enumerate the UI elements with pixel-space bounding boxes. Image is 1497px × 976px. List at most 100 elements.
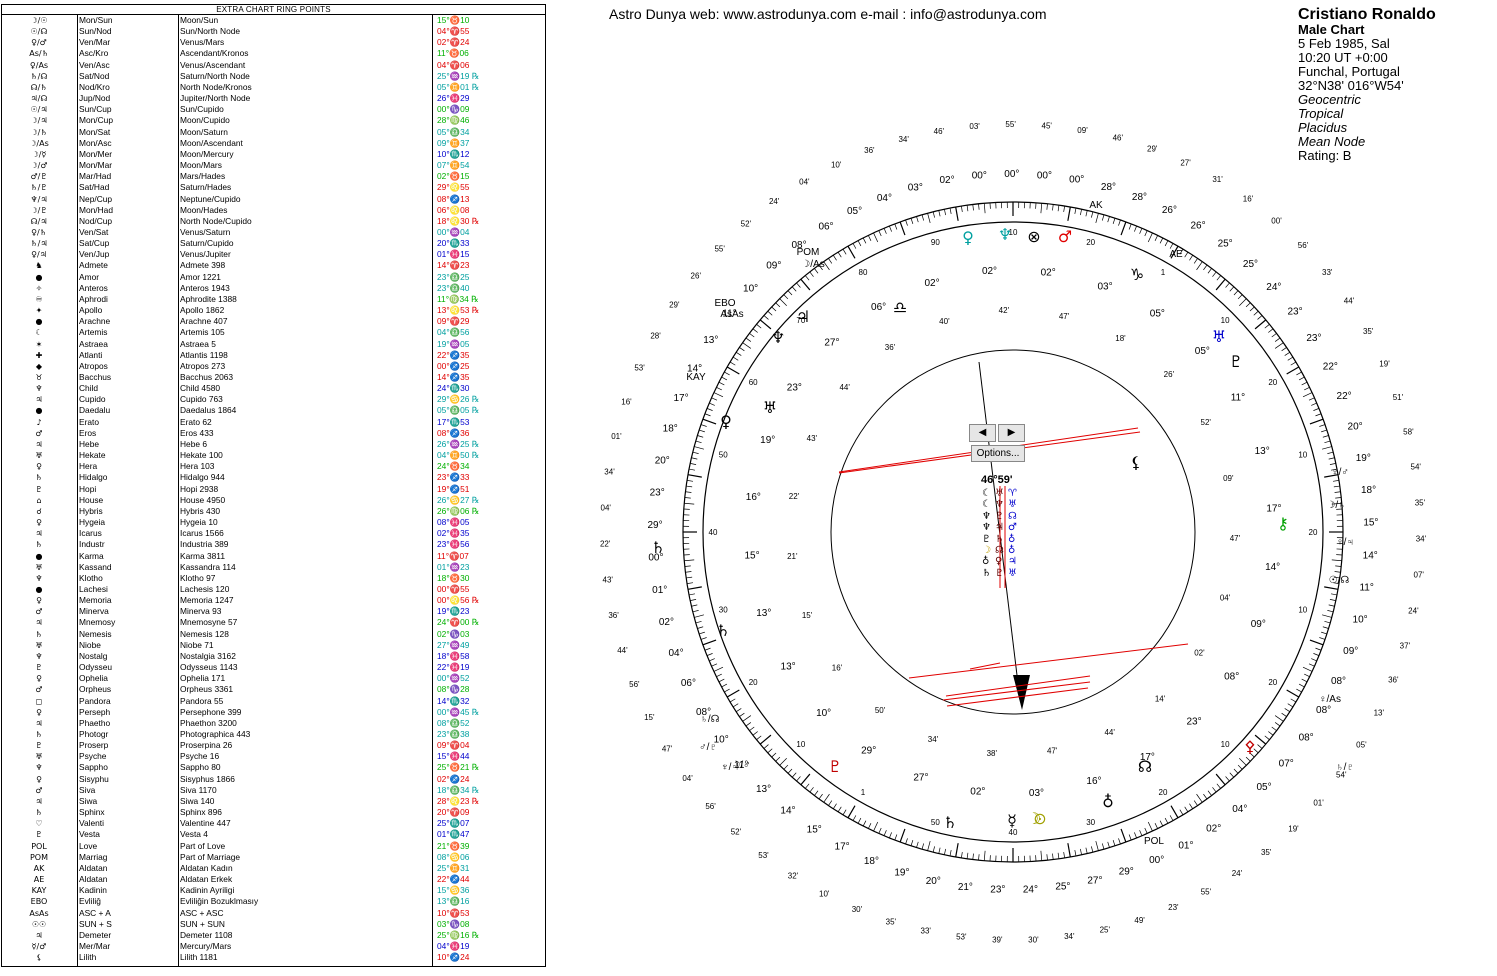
inner-degree-label: 09° <box>1251 619 1266 630</box>
outer-degree-label: 00° <box>1004 169 1019 180</box>
row-abbreviation: Ven/Mar <box>79 37 111 48</box>
outer-minute-label: 44' <box>617 646 628 655</box>
row-symbol-icon: ♇ <box>35 830 43 840</box>
glyph-stack-row: ♆♇☊ <box>982 511 1022 522</box>
degree-tick <box>1189 803 1194 809</box>
glyph-stack-icon: ♇ <box>982 533 991 545</box>
birth-coords: 32°N38' 016°W54' <box>1298 78 1404 93</box>
degree-tick <box>1313 653 1320 656</box>
outer-minute-label: 25' <box>1100 926 1111 935</box>
degree-tick <box>1159 820 1164 827</box>
degree-tick <box>1164 240 1169 247</box>
outer-degree-label: 22° <box>1323 361 1338 372</box>
degree-tick <box>1298 683 1305 688</box>
row-symbol-icon: ● <box>35 584 43 594</box>
cusp-label: 30 <box>719 606 728 615</box>
degree-tick <box>1112 840 1116 846</box>
row-position: 23°♎25 <box>437 271 470 282</box>
degree-tick <box>688 468 696 471</box>
glyph-stack-icon: ☾ <box>982 499 991 511</box>
row-name: Icarus 1566 <box>180 528 224 539</box>
outer-degree-label: 28° <box>1132 192 1147 203</box>
row-name: Jupiter/North Node <box>180 93 251 104</box>
row-symbol-icon: ♃ <box>35 930 43 940</box>
cusp-label: 20 <box>1309 528 1318 537</box>
degree-tick <box>1329 463 1336 465</box>
degree-tick <box>1216 783 1221 789</box>
degree-tick <box>694 446 704 450</box>
degree-tick <box>1319 637 1326 640</box>
row-position: 20°♏33 <box>437 238 470 249</box>
glyph-stack-icon: ♄ <box>982 567 991 579</box>
degree-tick <box>1298 376 1305 381</box>
outer-degree-label: 01° <box>652 585 667 596</box>
row-position: 08°♋06 <box>437 851 470 862</box>
degree-tick <box>1330 593 1338 596</box>
inner-degree-label: 19° <box>760 435 775 446</box>
row-abbreviation: Artemis <box>79 327 108 338</box>
inner-minute-label: 52' <box>1201 418 1212 427</box>
degree-tick <box>1327 610 1334 613</box>
planet-glyph-icon: ⚸ <box>1130 453 1142 472</box>
outer-degree-label: 09° <box>766 261 781 272</box>
row-position: 22°♐44 <box>437 874 470 885</box>
row-symbol-icon: EBO <box>30 897 48 907</box>
degree-tick <box>1193 258 1198 264</box>
row-name: Saturn/North Node <box>180 70 250 81</box>
row-symbol-icon: ● <box>35 317 43 327</box>
degree-tick <box>878 827 882 834</box>
degree-tick <box>889 832 892 839</box>
inner-minute-label: 16' <box>832 663 843 672</box>
next-button[interactable]: ▶ <box>998 424 1025 442</box>
row-symbol-icon: ♀/♂ <box>31 38 47 48</box>
degree-tick <box>1237 294 1243 300</box>
degree-tick <box>1268 731 1274 736</box>
row-name: Bacchus 2063 <box>180 372 234 382</box>
row-name: Hybris 430 <box>180 505 221 516</box>
degree-tick <box>1134 832 1137 839</box>
row-name: Kadinin Ayriligi <box>180 885 235 896</box>
degree-tick <box>775 756 781 762</box>
degree-tick <box>1271 333 1277 338</box>
row-name: Moon/Ascendant <box>180 137 243 148</box>
outer-degree-label: 14° <box>780 805 795 816</box>
row-name: Moon/Cupido <box>180 115 230 126</box>
degree-tick <box>1207 790 1212 796</box>
row-symbol-icon: ♂ <box>35 785 43 795</box>
degree-tick <box>921 843 925 850</box>
prev-button[interactable]: ◀ <box>969 424 996 442</box>
degree-tick <box>842 809 847 816</box>
row-position: 18°♓58 <box>437 650 470 661</box>
row-symbol-icon: ♀ <box>36 674 42 684</box>
aspect-line <box>908 643 1189 679</box>
row-name: Hebe 6 <box>180 438 208 449</box>
degree-tick <box>736 708 742 713</box>
degree-tick <box>1080 848 1082 855</box>
planet-glyph-icon: ⚷ <box>1277 514 1289 533</box>
row-name: Lilith 1181 <box>180 952 218 963</box>
outer-point-label: ☽/As <box>801 259 824 270</box>
options-button[interactable]: Options... <box>971 445 1025 462</box>
outer-minute-label: 55' <box>1005 120 1016 129</box>
outer-degree-label: 17° <box>673 393 688 404</box>
row-name: Aphrodite 1388 <box>180 293 237 304</box>
outer-minute-label: 52' <box>731 828 742 837</box>
row-abbreviation: Nemesis <box>79 628 112 639</box>
degree-tick <box>1052 204 1054 211</box>
column-divider <box>77 14 78 966</box>
row-abbreviation: Arachne <box>79 316 111 327</box>
row-position: 26°♍06 ℞ <box>437 505 480 516</box>
degree-tick <box>1286 366 1300 375</box>
row-name: Memoria 1247 <box>180 595 234 606</box>
row-abbreviation: Odysseu <box>79 662 113 673</box>
